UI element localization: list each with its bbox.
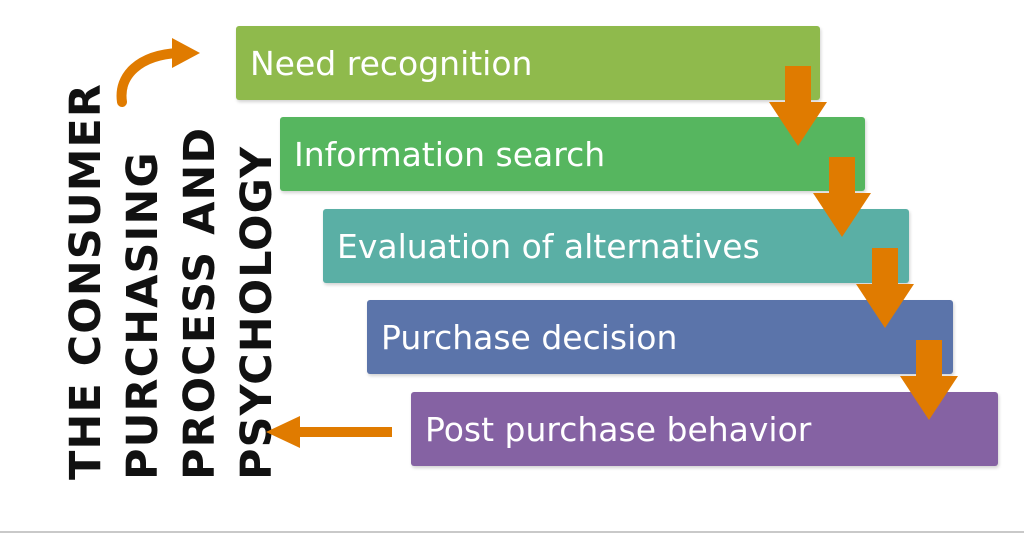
step-label: Post purchase behavior <box>425 409 812 449</box>
step-need-recognition: Need recognition <box>236 26 820 100</box>
step-label: Information search <box>294 134 606 174</box>
title-line-1: THE CONSUMER <box>61 83 111 480</box>
bottom-divider <box>0 531 1024 533</box>
step-label: Purchase decision <box>381 317 678 357</box>
title-line-2: PURCHASING <box>118 151 168 480</box>
step-post-purchase-behavior: Post purchase behavior <box>411 392 998 466</box>
step-label: Evaluation of alternatives <box>337 226 760 266</box>
step-purchase-decision: Purchase decision <box>367 300 953 374</box>
step-information-search: Information search <box>280 117 865 191</box>
title-line-3: PROCESS AND <box>175 126 225 480</box>
step-evaluation-of-alternatives: Evaluation of alternatives <box>323 209 909 283</box>
step-label: Need recognition <box>250 43 533 83</box>
